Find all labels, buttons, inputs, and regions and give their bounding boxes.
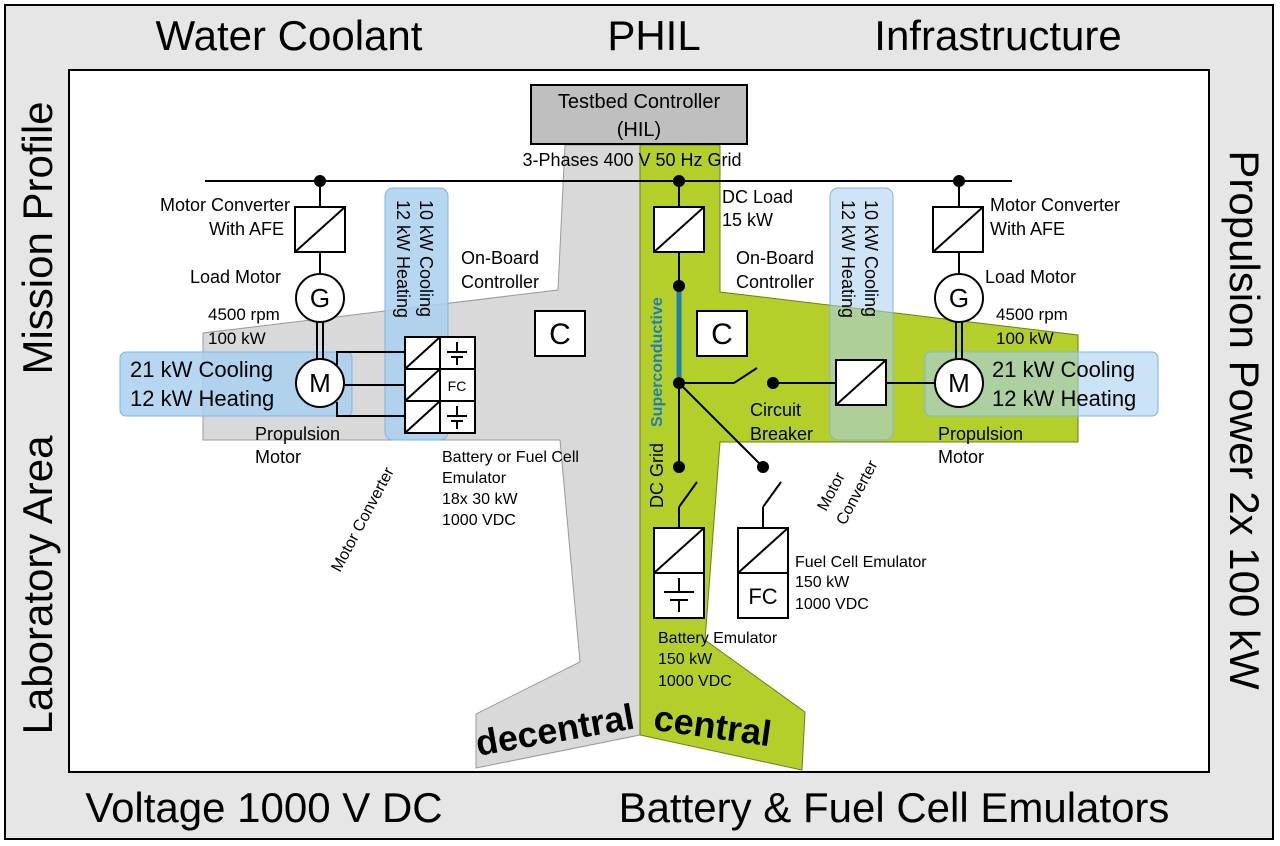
right-motor-cooling: 21 kW Cooling (992, 357, 1135, 382)
testbed-controller-hil-label: (HIL) (617, 119, 661, 141)
right-motor-heating: 12 kW Heating (992, 386, 1136, 411)
dc-load-label-2: 15 kW (722, 210, 773, 230)
battery-icon (664, 578, 694, 612)
left-emulator-label-1: Battery or Fuel Cell (442, 449, 579, 466)
phil-label: PHIL (607, 12, 700, 59)
left-afe-label-1: Motor Converter (160, 195, 290, 215)
sc-node-top (673, 280, 685, 292)
left-afe-converter-diagonal (294, 206, 346, 253)
circuit-breaker-blade (733, 367, 758, 384)
fuel-cell-converter-diagonal (737, 527, 789, 574)
mission-profile-label: Mission Profile (14, 101, 61, 374)
left-onboard-controller (534, 310, 586, 357)
left-onboard-label-2: Controller (461, 272, 539, 292)
left-motor-heating: 12 kW Heating (130, 386, 274, 411)
right-load-generator (934, 273, 984, 323)
left-propulsion-label-2: Motor (255, 447, 301, 467)
left-converter-cooling: 10 kW Cooling (416, 200, 436, 317)
fuel-cell-switch-blade (762, 481, 782, 508)
dc-load-label-1: DC Load (722, 187, 793, 207)
fuel-cell-symbol: FC (748, 584, 777, 609)
left-onboard-label-1: On-Board (461, 248, 539, 268)
right-propulsion-label-1: Propulsion (938, 424, 1023, 444)
circuit-breaker-label-2: Breaker (750, 424, 813, 444)
left-fc-symbol: FC (448, 378, 467, 394)
right-motor-symbol: M (948, 368, 970, 398)
right-motor-converter-diagonal (835, 359, 887, 406)
right-afe-converter-diagonal (932, 206, 984, 253)
left-emulator-label-2: Emulator (442, 470, 507, 487)
right-propulsion-label-2: Motor (938, 447, 984, 467)
central-onboard-controller (696, 310, 748, 357)
right-power-label: 100 kW (996, 329, 1054, 348)
central-onboard-label-1: On-Board (736, 248, 814, 268)
left-emulator-label-4: 1000 VDC (442, 512, 516, 529)
right-speed-label: 4500 rpm (996, 305, 1068, 324)
circuit-breaker-label-1: Circuit (750, 400, 801, 420)
right-converter-heating: 12 kW Heating (838, 200, 858, 318)
right-generator-symbol: G (949, 283, 969, 313)
emulators-label: Battery & Fuel Cell Emulators (619, 784, 1170, 831)
left-load-generator (295, 273, 345, 323)
central-onboard-label-2: Controller (736, 272, 814, 292)
battery-switch-blade (678, 481, 698, 508)
fuel-cell-box (737, 572, 789, 619)
left-phase-wire-1 (336, 351, 405, 365)
laboratory-area-label: Laboratory Area (14, 435, 61, 735)
left-emulator-label-3: 18x 30 kW (442, 491, 518, 508)
water-coolant-label: Water Coolant (156, 12, 423, 59)
battery-switch-node (673, 461, 685, 473)
right-load-motor-label: Load Motor (985, 267, 1076, 287)
dc-grid-label: DC Grid (647, 443, 667, 508)
testbed-controller-box (530, 84, 748, 145)
superconductive-label: Superconductive (649, 297, 666, 427)
left-motor-symbol: M (309, 368, 331, 398)
left-afe-label-2: With AFE (209, 219, 284, 239)
fuel-cell-label-1: Fuel Cell Emulator (795, 554, 927, 571)
left-controller-symbol: C (549, 318, 571, 351)
left-propulsion-motor (295, 358, 345, 408)
left-load-motor-label: Load Motor (190, 267, 281, 287)
dc-bus-to-fuel-cell (678, 382, 764, 468)
right-converter-cooling: 10 kW Cooling (861, 200, 881, 317)
central-zone (639, 144, 1079, 771)
left-converter-heating: 12 kW Heating (393, 200, 413, 318)
left-speed-label: 4500 rpm (208, 305, 280, 324)
left-motor-converter-stack (404, 336, 476, 434)
fuel-cell-label-3: 1000 VDC (795, 596, 869, 613)
central-controller-symbol: C (711, 318, 733, 351)
fuel-cell-label-2: 150 kW (795, 574, 850, 591)
fuel-cell-switch-node (757, 461, 769, 473)
left-phase-wire-3 (336, 402, 405, 417)
left-generator-symbol: G (310, 283, 330, 313)
infrastructure-label: Infrastructure (874, 12, 1121, 59)
testbed-controller-label: Testbed Controller (558, 91, 721, 113)
battery-emulator-label-3: 1000 VDC (658, 673, 732, 690)
ac-grid-label: 3-Phases 400 V 50 Hz Grid (522, 150, 741, 170)
battery-emulator-label-1: Battery Emulator (658, 630, 778, 647)
voltage-label: Voltage 1000 V DC (85, 784, 442, 831)
propulsion-power-label: Propulsion Power 2x 100 kW (1221, 150, 1268, 690)
dc-load-converter-diagonal (653, 206, 705, 253)
right-afe-label-1: Motor Converter (990, 195, 1120, 215)
right-afe-label-2: With AFE (990, 219, 1065, 239)
left-motor-cooling: 21 kW Cooling (130, 357, 273, 382)
left-power-label: 100 kW (208, 329, 266, 348)
battery-emulator-diagonal (653, 527, 705, 574)
battery-emulator-label-2: 150 kW (658, 651, 713, 668)
left-propulsion-label-1: Propulsion (255, 424, 340, 444)
